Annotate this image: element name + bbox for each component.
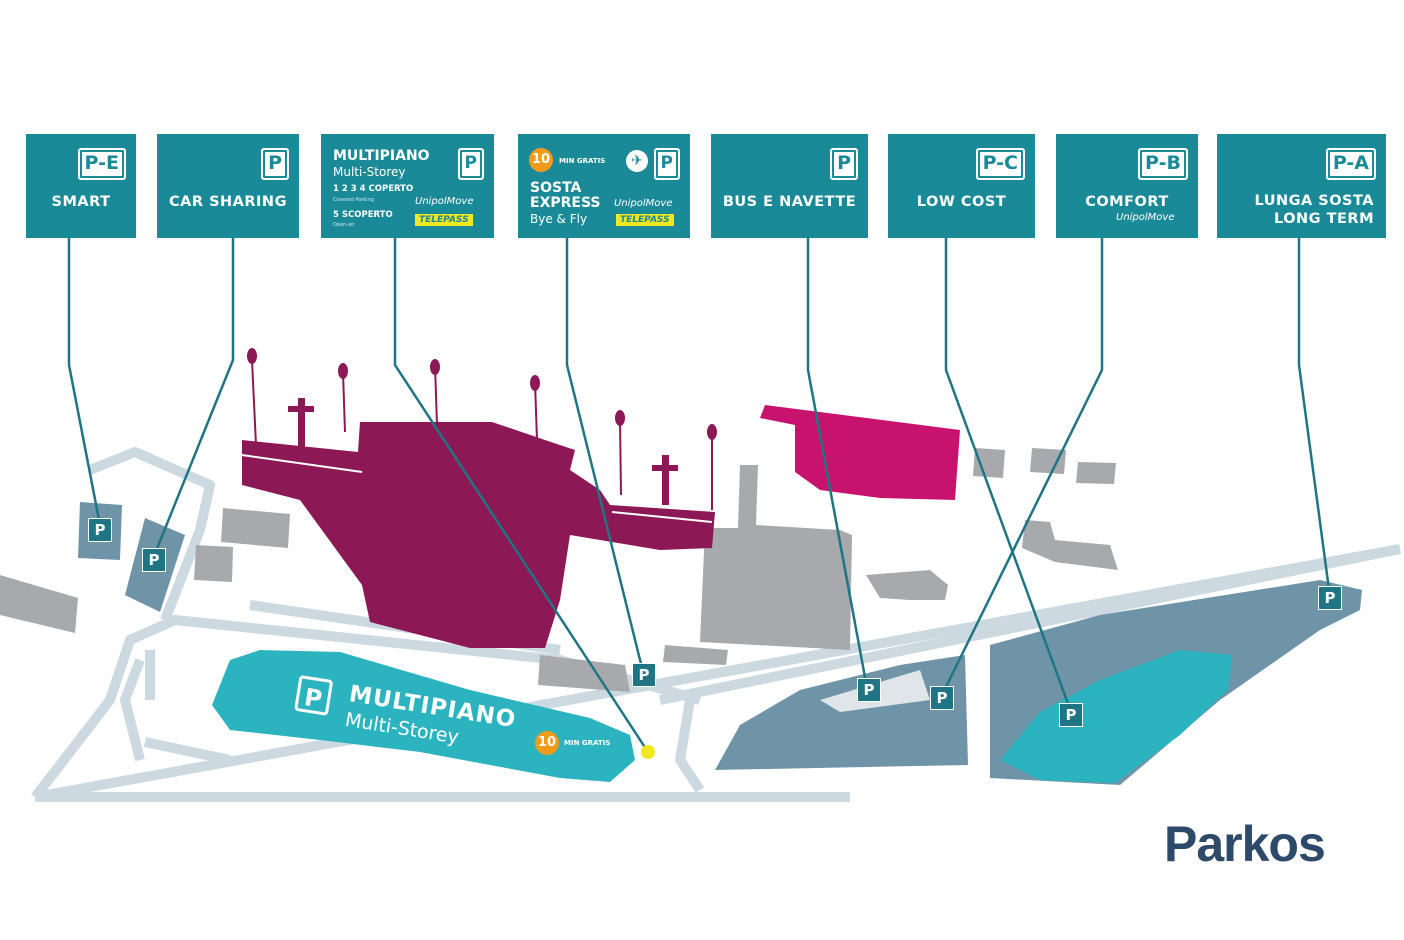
sign-code: P [457, 148, 484, 180]
sign-open-en: Open-air [333, 222, 355, 228]
zones-right [715, 580, 1362, 785]
gratis-circle-area: 10 [535, 731, 559, 755]
kiss-and-fly-point [641, 745, 655, 759]
p-marker-car-sharing[interactable]: P [142, 548, 166, 572]
gratis-text: MIN GRATIS [559, 157, 606, 165]
sign-unipol: UnipolMove [415, 196, 474, 207]
sign-car-sharing[interactable]: P CAR SHARING [157, 134, 299, 238]
plane-icon: ✈ [626, 150, 648, 172]
p-marker-sosta-express[interactable]: P [632, 663, 656, 687]
sign-leader-lines [67, 238, 1332, 753]
multipiano-building [212, 650, 635, 782]
sign-unipol: UnipolMove [614, 198, 673, 209]
sign-title: MULTIPIANO [333, 148, 430, 164]
magenta-building [760, 405, 960, 500]
sign-title-1: SOSTA [530, 180, 582, 196]
sign-code: P-E [77, 148, 126, 180]
parkos-logo: Parkos [1164, 816, 1326, 872]
sign-p-b-comfort[interactable]: P-B COMFORT UnipolMove [1056, 134, 1198, 238]
sign-title-2: EXPRESS [530, 195, 601, 211]
sign-label-2: LONG TERM [1273, 211, 1374, 227]
p-marker-bus-navette[interactable]: P [857, 678, 881, 702]
sign-label: CAR SHARING [169, 194, 287, 210]
p-marker-comfort[interactable]: P [930, 686, 954, 710]
sign-code: P-C [975, 148, 1025, 180]
sign-p-a-long-term[interactable]: P-A LUNGA SOSTA LONG TERM [1217, 134, 1386, 238]
sign-label: BUS E NAVETTE [722, 194, 857, 210]
sign-label: LOW COST [916, 194, 1007, 210]
p-marker-smart[interactable]: P [88, 518, 112, 542]
sign-subtitle: Multi-Storey [333, 165, 406, 179]
gratis-text-area: MIN GRATIS [564, 739, 611, 747]
terminal-building [242, 348, 717, 648]
sign-code: P [653, 148, 680, 180]
p-marker-low-cost[interactable]: P [1059, 703, 1083, 727]
p-marker-long-term[interactable]: P [1318, 586, 1342, 610]
gratis-circle: 10 [529, 148, 553, 172]
sign-sosta-express[interactable]: 10 MIN GRATIS ✈ P SOSTA EXPRESS Bye & Fl… [518, 134, 690, 238]
sign-unipol: UnipolMove [1116, 212, 1175, 223]
sign-covered-en: Covered Parking [333, 197, 374, 203]
sign-label-1: LUNGA SOSTA [1254, 193, 1374, 209]
other-buildings [0, 448, 1118, 692]
sign-label: COMFORT [1085, 194, 1169, 210]
sign-code: P [830, 148, 858, 180]
sign-p-c-low-cost[interactable]: P-C LOW COST [888, 134, 1035, 238]
sign-code: P [261, 148, 289, 180]
sign-telepass: TELEPASS [415, 214, 473, 226]
sign-code: P-B [1138, 148, 1188, 180]
sign-p-e-smart[interactable]: P-E SMART [26, 134, 136, 238]
sign-subtitle: Bye & Fly [530, 212, 588, 226]
sign-telepass: TELEPASS [616, 214, 674, 226]
sign-multipiano[interactable]: P MULTIPIANO Multi-Storey 1 2 3 4 COPERT… [321, 134, 494, 238]
parking-icon: P [294, 674, 334, 716]
sign-bus-navette[interactable]: P BUS E NAVETTE [711, 134, 868, 238]
sign-label: SMART [51, 194, 111, 210]
sign-covered: 1 2 3 4 COPERTO [333, 184, 414, 194]
sign-code: P-A [1325, 148, 1376, 180]
sign-open: 5 SCOPERTO [333, 210, 393, 220]
